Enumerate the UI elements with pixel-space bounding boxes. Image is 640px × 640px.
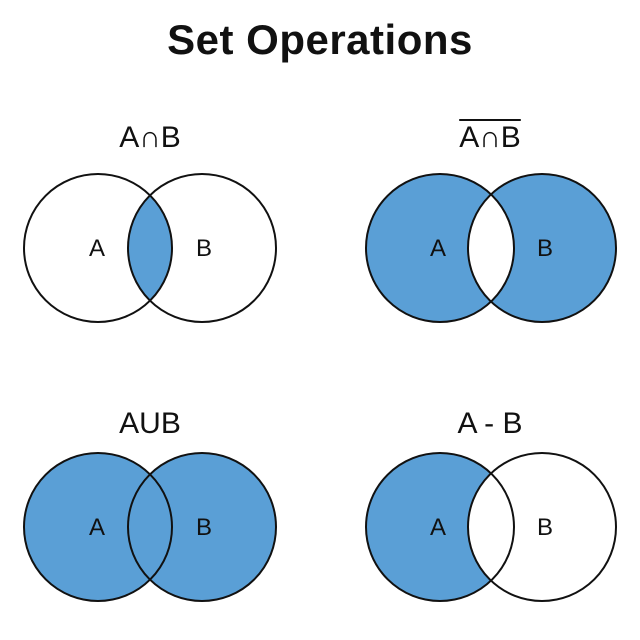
set-a-region	[24, 453, 172, 601]
venn-union: A B	[23, 452, 277, 602]
set-a-label: A	[89, 514, 105, 541]
set-b-circle	[127, 173, 277, 323]
panel-title-intersection: A∩B	[119, 121, 181, 154]
set-a-circle	[23, 173, 173, 323]
venn-intersection: A B	[23, 173, 277, 323]
panel-title-complement-intersection: A∩B	[340, 120, 640, 156]
set-b-circle	[467, 173, 617, 323]
overlined-title-text: A∩B	[459, 121, 521, 154]
set-b-label: B	[196, 235, 212, 262]
panel-title-difference: A - B	[457, 407, 523, 440]
set-a-circle	[23, 452, 173, 602]
set-a-circle	[365, 173, 515, 323]
set-b-label: B	[537, 514, 553, 541]
set-a-label: A	[89, 235, 105, 262]
panel-title-union: AUB	[119, 407, 181, 440]
set-b-label: B	[196, 514, 212, 541]
set-a-label: A	[430, 514, 446, 541]
page-title: Set Operations	[167, 16, 473, 63]
set-a-label: A	[430, 235, 446, 262]
set-a-circle	[365, 452, 515, 602]
set-b-circle	[127, 452, 277, 602]
venn-symmetric-difference: A B	[365, 173, 617, 323]
set-b-circle	[467, 452, 617, 602]
set-b-region	[128, 453, 276, 601]
set-b-label: B	[537, 235, 553, 262]
venn-difference: A B	[365, 452, 617, 602]
